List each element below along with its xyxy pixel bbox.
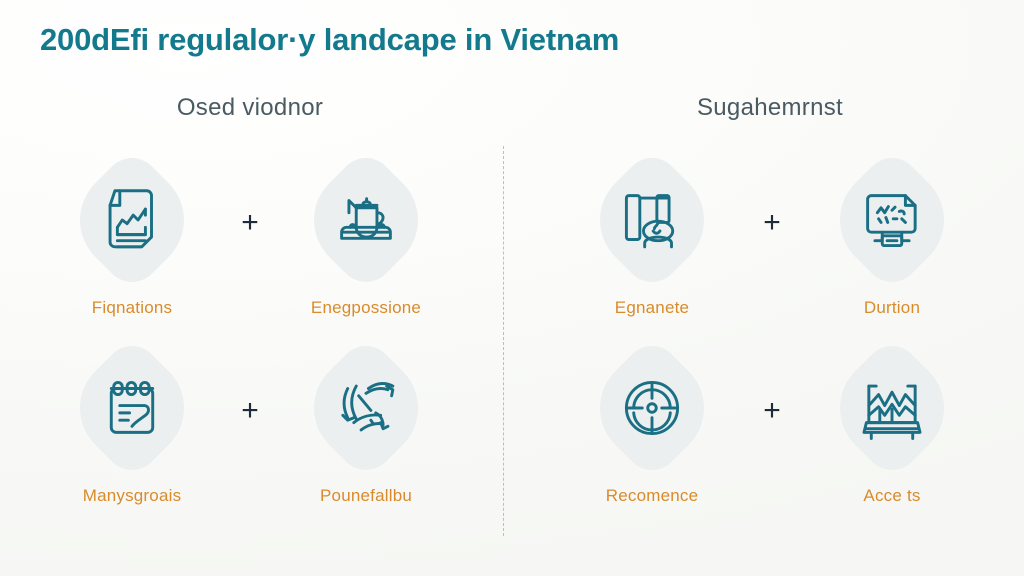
item-label: Recomence [605, 486, 699, 505]
crosshair-target-icon [624, 380, 680, 436]
podium-figure-icon [624, 194, 675, 249]
item-card-pounefallbu[interactable]: Pounefallbu [266, 334, 466, 506]
item-card-enegpossione[interactable]: Enegpossione [266, 146, 466, 318]
icon-container [792, 334, 992, 482]
icon-container [552, 146, 752, 294]
icon-container [552, 334, 752, 482]
curved-arrows-exchange-icon [341, 382, 395, 432]
icon-container [792, 146, 992, 294]
plus-separator-2: + [763, 206, 781, 239]
item-label: Fiqnations [91, 298, 173, 317]
plus-separator-3: + [241, 394, 259, 427]
teapot-on-stand-icon [340, 197, 392, 240]
item-card-accets[interactable]: Acce ts [792, 334, 992, 506]
item-card-fiqnations[interactable]: Fiqnations [32, 146, 232, 318]
item-label: Manysgroais [82, 486, 182, 505]
document-chart-icon [108, 189, 153, 249]
item-label: Acce ts [863, 486, 921, 505]
item-label: Durtion [863, 298, 921, 317]
icon-container [266, 146, 466, 294]
right-column-subheading: Sugahemrnst [696, 94, 844, 121]
item-label: Egnanete [614, 298, 690, 317]
icon-container [266, 334, 466, 482]
column-divider [503, 146, 504, 536]
icon-container [32, 146, 232, 294]
item-card-egnanete[interactable]: Egnanete [552, 146, 752, 318]
item-label: Enegpossione [310, 298, 422, 317]
spiral-notepad-icon [109, 380, 155, 434]
item-card-durtion[interactable]: Durtion [792, 146, 992, 318]
item-label: Pounefallbu [320, 486, 412, 505]
screen-scribble-icon [866, 194, 917, 248]
zigzag-chart-frame-icon [862, 384, 922, 440]
item-card-recomence[interactable]: Recomence [552, 334, 752, 506]
icon-container [32, 334, 232, 482]
item-card-manysgroais[interactable]: Manysgroais [32, 334, 232, 506]
plus-separator-4: + [763, 394, 781, 427]
plus-separator-1: + [241, 206, 259, 239]
page-title: 200dEfi regulalor·y landcape in Vietnam [40, 22, 620, 57]
left-column-subheading: Osed viodnor [176, 94, 324, 121]
